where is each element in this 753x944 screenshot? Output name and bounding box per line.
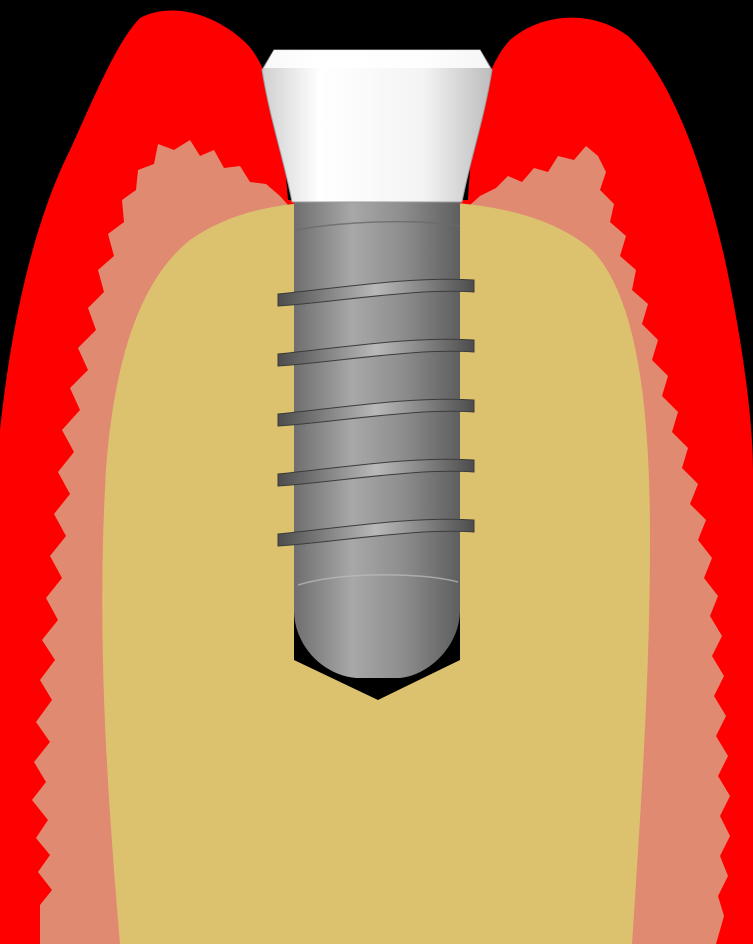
implant (278, 200, 474, 678)
implant-body (294, 200, 460, 678)
abutment-top-face (264, 50, 490, 68)
abutment (262, 50, 492, 202)
